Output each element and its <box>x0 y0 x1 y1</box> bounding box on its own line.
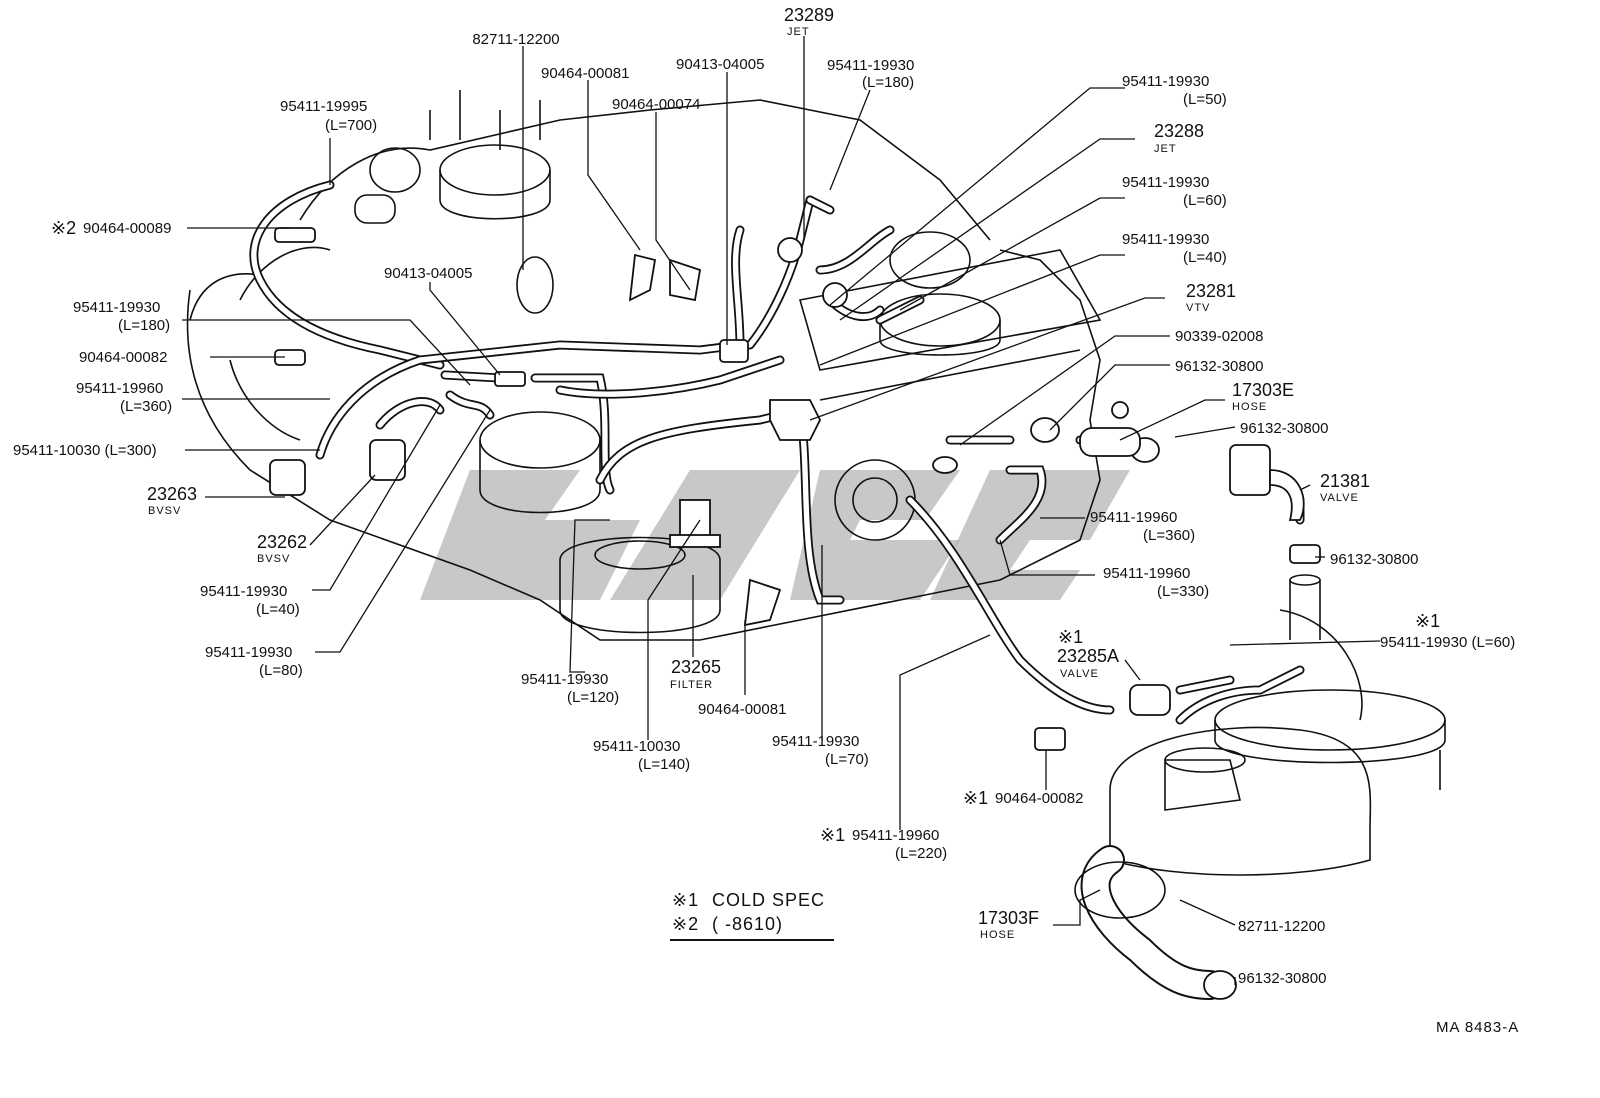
label-95411-19930-l40-left: 95411-19930 <box>200 583 287 600</box>
label-23263-sub: BVSV <box>148 505 181 517</box>
label-95411-19930-l60-top: 95411-19930 <box>1122 174 1209 191</box>
diagram-reference: MA 8483-A <box>1436 1019 1519 1036</box>
label-95411-19930-l60-right: 95411-19930 (L=60) <box>1380 634 1515 651</box>
label-90339-02008: 90339-02008 <box>1175 328 1263 345</box>
label-95411-19930-l180-top: 95411-19930 <box>827 57 914 74</box>
label-95411-19960-l330: 95411-19960 <box>1103 565 1190 582</box>
label-95411-19995: 95411-19995 <box>280 98 367 115</box>
label-95411-19930-l50: 95411-19930 <box>1122 73 1209 90</box>
label-95411-19930-l60-top-len: (L=60) <box>1183 192 1227 209</box>
label-23289-sub: JET <box>787 26 810 38</box>
part-labels: 82711-12200 23289 JET 90464-00081 90413-… <box>13 5 1515 987</box>
label-95411-19930-l80: 95411-19930 <box>205 644 292 661</box>
label-95411-19960-l220-mark: ※1 <box>820 825 845 845</box>
label-cold-spec-mark-right: ※1 <box>1415 611 1440 631</box>
label-21381: 21381 <box>1320 471 1370 491</box>
label-95411-19930-l50-len: (L=50) <box>1183 91 1227 108</box>
label-95411-19930-l80-len: (L=80) <box>259 662 303 679</box>
label-23263: 23263 <box>147 484 197 504</box>
label-17303e: 17303E <box>1232 380 1294 400</box>
label-23281: 23281 <box>1186 281 1236 301</box>
label-23265: 23265 <box>671 657 721 677</box>
label-95411-19930-l40-right-len: (L=40) <box>1183 249 1227 266</box>
label-90464-00081-bottom: 90464-00081 <box>698 701 786 718</box>
label-95411-19930-l70: 95411-19930 <box>772 733 859 750</box>
label-95411-19995-len: (L=700) <box>325 117 377 134</box>
label-17303f-sub: HOSE <box>980 929 1015 941</box>
label-21381-sub: VALVE <box>1320 492 1359 504</box>
watermark-logo <box>420 470 1130 600</box>
label-95411-19930-l180-left-len: (L=180) <box>118 317 170 334</box>
label-95411-19930-l180-top-len: (L=180) <box>862 74 914 91</box>
label-95411-19930-l40-right: 95411-19930 <box>1122 231 1209 248</box>
note-2-mark: ※2 <box>672 914 699 934</box>
label-90464-00089-mark: ※2 <box>51 218 76 238</box>
label-96132-30800-b: 96132-30800 <box>1240 420 1328 437</box>
label-23288-sub: JET <box>1154 143 1177 155</box>
label-95411-19960-l330-len: (L=330) <box>1157 583 1209 600</box>
label-82711-12200-bottom: 82711-12200 <box>1238 918 1325 935</box>
label-23288: 23288 <box>1154 121 1204 141</box>
charcoal-canister <box>1109 574 1446 876</box>
label-95411-19930-l70-len: (L=70) <box>825 751 869 768</box>
label-23285a-sub: VALVE <box>1060 668 1099 680</box>
label-95411-19930-l180-left: 95411-19930 <box>73 299 160 316</box>
label-23262: 23262 <box>257 532 307 552</box>
label-96132-30800-bottom: 96132-30800 <box>1238 970 1326 987</box>
label-95411-10030-l140-len: (L=140) <box>638 756 690 773</box>
note-1-mark: ※1 <box>672 890 699 910</box>
parts <box>269 227 1321 1000</box>
label-95411-19960-l220-len: (L=220) <box>895 845 947 862</box>
label-95411-19930-l120: 95411-19930 <box>521 671 608 688</box>
label-95411-10030-l140: 95411-10030 <box>593 738 680 755</box>
label-95411-10030-l300: 95411-10030 (L=300) <box>13 442 157 459</box>
label-90413-04005-mid: 90413-04005 <box>384 265 472 282</box>
label-96132-30800-a: 96132-30800 <box>1175 358 1263 375</box>
label-23262-sub: BVSV <box>257 553 290 565</box>
notes-block: ※1 COLD SPEC ※2 ( -8610) <box>670 890 834 941</box>
label-95411-19960-l220: 95411-19960 <box>852 827 939 844</box>
label-17303f: 17303F <box>978 908 1039 928</box>
engine-outline <box>186 90 1102 641</box>
label-95411-19930-l40-left-len: (L=40) <box>256 601 300 618</box>
label-95411-19960-l360-right-len: (L=360) <box>1143 527 1195 544</box>
label-23285a: 23285A <box>1057 646 1119 666</box>
hoses <box>249 180 1305 1000</box>
label-82711-12200-top: 82711-12200 <box>472 31 559 48</box>
label-90413-04005-top: 90413-04005 <box>676 56 764 73</box>
label-95411-19960-l360-right: 95411-19960 <box>1090 509 1177 526</box>
label-95411-19930-l120-len: (L=120) <box>567 689 619 706</box>
label-90464-00082-bottom: 90464-00082 <box>995 790 1083 807</box>
label-23265-sub: FILTER <box>670 679 713 691</box>
note-2-text: ( -8610) <box>712 914 783 934</box>
label-17303e-sub: HOSE <box>1232 401 1267 413</box>
label-90464-00089: 90464-00089 <box>83 220 171 237</box>
leader-lines <box>182 36 1381 985</box>
label-23281-sub: VTV <box>1186 302 1210 314</box>
label-95411-19960-l360-left: 95411-19960 <box>76 380 163 397</box>
label-90464-00082-bottom-mark: ※1 <box>963 788 988 808</box>
label-96132-30800-c: 96132-30800 <box>1330 551 1418 568</box>
label-23285a-mark: ※1 <box>1058 627 1083 647</box>
label-90464-00082-left: 90464-00082 <box>79 349 167 366</box>
label-23289: 23289 <box>784 5 834 25</box>
note-1-text: COLD SPEC <box>712 890 825 910</box>
label-90464-00074: 90464-00074 <box>612 96 700 113</box>
label-95411-19960-l360-left-len: (L=360) <box>120 398 172 415</box>
label-90464-00081-top: 90464-00081 <box>541 65 629 82</box>
